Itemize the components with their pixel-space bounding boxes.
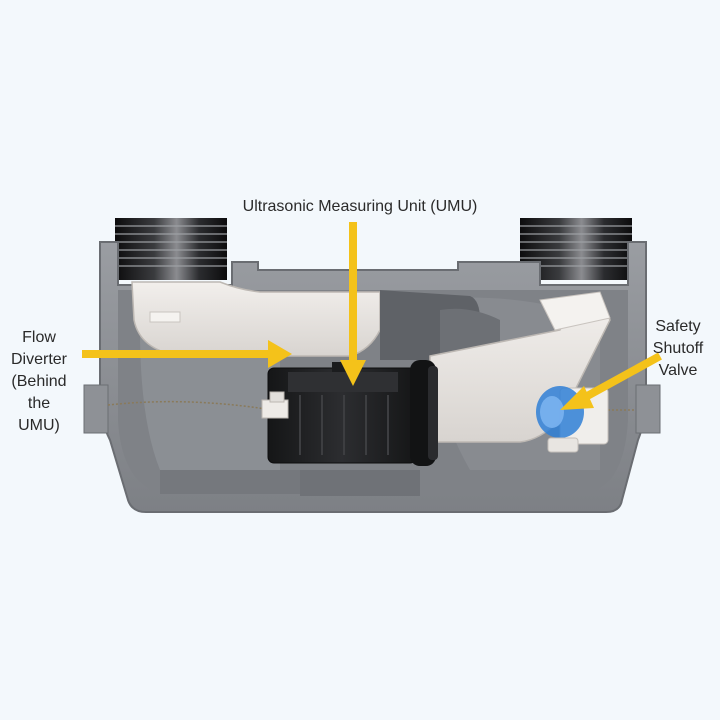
ultrasonic-measuring-unit [267,360,438,466]
safety-valve-label: Safety Shutoff Valve [652,318,704,379]
arrow-icon-safety-valve [560,352,662,410]
arrow-icon-umu [340,222,366,386]
left-rail [83,384,109,434]
left-pipe-thread [115,218,227,280]
inlet-channel [131,281,381,357]
arrow-icon-flow-diverter [82,340,292,368]
umu-label: Ultrasonic Measuring Unit (UMU) [242,198,478,215]
flow-diverter-label: Flow Diverter (Behind the UMU) [10,329,67,434]
flow-diverter [261,391,289,419]
right-rail [635,384,661,434]
